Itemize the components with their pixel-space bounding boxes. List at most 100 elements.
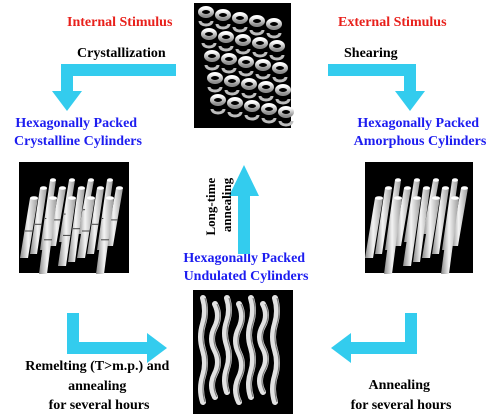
helix-coil [266, 32, 282, 39]
panel-undulated-cylinders [193, 290, 293, 414]
helix-coil [207, 72, 224, 84]
helix-coil [224, 75, 241, 87]
cylinder-cap [385, 186, 392, 190]
cylinder-cap [423, 186, 430, 190]
cylinder [403, 198, 421, 266]
undulated-cylinders-caption: Hexagonally Packed Undulated Cylinders [183, 251, 309, 284]
helix-coil [204, 64, 220, 71]
amorphous-caption-line-1: Hexagonally Packed [357, 116, 479, 131]
cylinder-cap [107, 178, 113, 182]
cylinder-cap [50, 178, 56, 182]
helix-coil [258, 95, 274, 102]
crystalline-cylinders-image [20, 178, 123, 274]
helix-coil [210, 94, 227, 106]
annealing-line-2: for several hours [351, 398, 452, 413]
cylinder [20, 198, 38, 258]
helix-coil [210, 108, 226, 115]
arrow-shearing [328, 64, 425, 111]
helix-coil [278, 120, 294, 127]
cylinder [422, 198, 440, 258]
undulated-cylinder [222, 295, 232, 395]
undulated-cylinder [270, 295, 280, 405]
cylinder [77, 198, 95, 258]
cylinder-cap [87, 196, 95, 200]
cylinder-cap [116, 186, 123, 190]
helix-coil [207, 86, 223, 93]
helix-coil [224, 89, 240, 96]
helix-coil [255, 73, 271, 80]
helix-coil [258, 81, 275, 93]
helix-coil [198, 6, 215, 18]
helix-coil [278, 106, 295, 118]
external-stimulus-heading: External Stimulus [338, 15, 447, 30]
undulated-caption-line-1: Hexagonally Packed [183, 251, 305, 266]
undulated-cylinder [233, 301, 245, 405]
cylinder [451, 188, 468, 246]
undulated-cylinder-shade [226, 297, 232, 393]
cylinder-cap [40, 186, 47, 190]
helix-coil [252, 51, 268, 58]
cylinder-cap [433, 178, 439, 182]
cylinder-cap [59, 186, 66, 190]
remelting-line-2: annealing [68, 379, 126, 394]
cylinder-cap [97, 186, 104, 190]
remelting-line-3: for several hours [49, 398, 150, 413]
helix-coil [249, 15, 266, 27]
cylinder-cap [432, 196, 440, 200]
amorphous-cylinders-image [365, 178, 468, 274]
crystalline-caption-line-1: Hexagonally Packed [15, 116, 137, 131]
cylinder-cap [404, 186, 411, 190]
undulated-caption-line-2: Undulated Cylinders [184, 269, 309, 284]
annealing-label: Annealing for several hours [351, 378, 452, 413]
panel-amorphous-cylinders [365, 162, 473, 274]
helix-coil [241, 92, 257, 99]
helix-coil [238, 56, 255, 68]
internal-stimulus-heading: Internal Stimulus [67, 15, 173, 30]
helix-coil [227, 97, 244, 109]
cylinder [441, 198, 459, 274]
cylinder-cap [461, 186, 468, 190]
helix-coil [201, 28, 218, 40]
cylinder-cap [414, 178, 420, 182]
long-time-annealing-label: Long-time annealing [203, 174, 234, 235]
helix-coil [218, 45, 234, 52]
cylinder-cap [78, 186, 85, 190]
undulated-cylinder-shade [274, 297, 280, 403]
undulated-cylinder [246, 295, 256, 400]
cylinder-cap [88, 178, 94, 182]
long-time-annealing-line-1: Long-time [203, 178, 218, 236]
long-time-annealing-line-2: annealing [219, 177, 234, 232]
helix-coil [269, 40, 286, 52]
cylinder-cap [452, 178, 458, 182]
cylinder [375, 188, 392, 254]
helix-coil [232, 26, 248, 33]
helical-cylinders-image [198, 6, 295, 127]
arrows [52, 64, 425, 363]
cylinder-cap [413, 196, 421, 200]
crystalline-caption-line-2: Crystalline Cylinders [14, 134, 142, 149]
shearing-label: Shearing [344, 46, 398, 61]
cylinder [58, 198, 76, 266]
undulated-cylinder-shade [213, 303, 221, 398]
undulated-cylinder [198, 295, 208, 405]
undulated-cylinder [257, 301, 269, 395]
cylinder-cap [69, 178, 75, 182]
helix-coil [215, 9, 232, 21]
crystallization-label: Crystallization [77, 46, 166, 61]
helix-coil [261, 117, 277, 124]
helix-coil [275, 84, 292, 96]
arrow-annealing [331, 313, 417, 363]
cylinder [39, 198, 57, 274]
cylinder-cap [68, 196, 76, 200]
remelting-label: Remelting (T>m.p.) and annealing for sev… [25, 359, 173, 413]
cylinder-cap [394, 196, 402, 200]
helix-coil [249, 29, 265, 36]
helix-coil [201, 42, 217, 49]
helix-coil [241, 78, 258, 90]
helix-coil [266, 18, 283, 30]
cylinder [413, 188, 430, 262]
cylinder-cap [451, 196, 459, 200]
helix-coil [269, 54, 285, 61]
undulated-cylinder [209, 301, 221, 400]
